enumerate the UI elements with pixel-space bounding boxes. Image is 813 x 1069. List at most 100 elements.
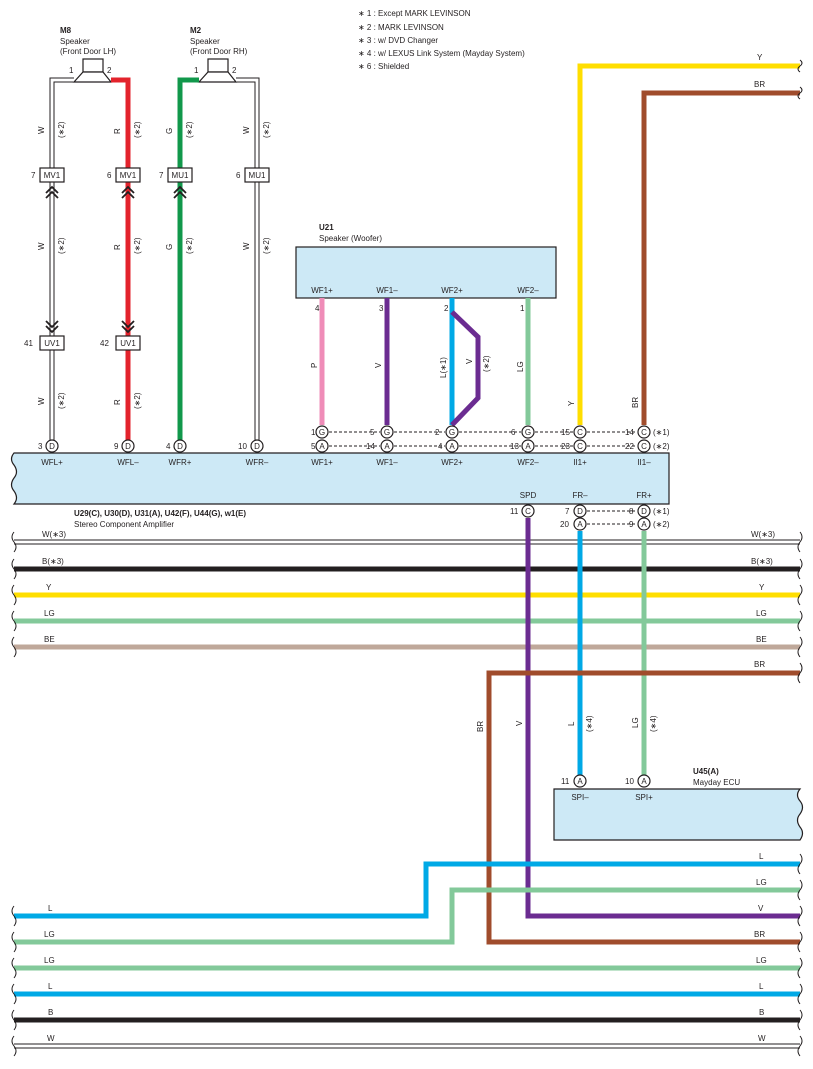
diagram-label: (∗2) (57, 121, 66, 138)
diagram-label: FR+ (636, 491, 652, 500)
diagram-label: BE (756, 635, 767, 644)
diagram-label: 7 (565, 507, 570, 516)
diagram-label: C (641, 428, 647, 437)
diagram-label: W (242, 126, 251, 134)
diagram-label: (∗2) (57, 392, 66, 409)
diagram-label: 3 (379, 304, 384, 313)
diagram-label: A (577, 520, 583, 529)
diagram-label: WFR– (246, 458, 269, 467)
u45-terminal-spi-minus: SPI– (571, 793, 589, 802)
diagram-label: (∗1) (653, 428, 670, 437)
wire-spd-v (525, 518, 800, 919)
diagram-label: V (374, 362, 383, 368)
label-l-lower-vertical: L (567, 721, 576, 726)
diagram-label: V (465, 358, 474, 364)
diagram-label: WFL+ (41, 458, 63, 467)
diagram-label: MU1 (172, 171, 189, 180)
amp-code: U29(C), U30(D), U31(A), U42(F), U44(G), … (74, 509, 246, 518)
diagram-label: D (254, 442, 260, 451)
diagram-label: (∗2) (185, 121, 194, 138)
diagram-label: 2 (444, 304, 449, 313)
diagram-label: (∗2) (133, 121, 142, 138)
diagram-label: (∗2) (262, 121, 271, 138)
break-y-top (797, 59, 803, 73)
u45-terminal-spi-plus: SPI+ (635, 793, 653, 802)
diagram-label: WF2+ (441, 286, 463, 295)
diagram-label: A (384, 442, 390, 451)
connector-mv1-right: MV1 6 (107, 167, 141, 199)
diagram-label: (∗2) (482, 355, 491, 372)
diagram-label: D (177, 442, 183, 451)
diagram-label: 22 (625, 442, 634, 451)
diagram-label: R (113, 399, 122, 405)
note-2: ∗ 2 : MARK LEVINSON (358, 23, 444, 32)
wire-y-top (577, 63, 800, 425)
diagram-label: 6 (511, 428, 516, 437)
amp-terminals: WFL+ WFL– WFR+ WFR– WF1+ WF1– WF2+ WF2– … (41, 458, 652, 500)
diagram-label: LG (44, 930, 55, 939)
label-br-mid: BR (754, 660, 765, 669)
label-y-vertical: Y (567, 400, 576, 406)
label-br-top: BR (754, 80, 765, 89)
diagram-label: A (577, 777, 583, 786)
diagram-label: 10 (625, 777, 634, 786)
diagram-label: G (449, 428, 455, 437)
diagram-label: 5 (370, 428, 375, 437)
label-v-lower-vertical: V (515, 720, 524, 726)
diagram-label: (∗2) (653, 442, 670, 451)
m8-sub: (Front Door LH) (60, 47, 116, 56)
diagram-label: A (525, 442, 531, 451)
diagram-label: D (641, 507, 647, 516)
diagram-label: 7 (31, 171, 36, 180)
diagram-label: W (47, 1034, 55, 1043)
note-5: ∗ 6 : Shielded (358, 62, 409, 71)
woofer-wire-labels: P V L(∗1) V (∗2) LG (310, 355, 525, 378)
diagram-label: WF1– (376, 458, 398, 467)
diagram-label: II1+ (573, 458, 587, 467)
diagram-label: B(∗3) (751, 557, 773, 566)
diagram-label: LG (516, 361, 525, 372)
wire-bus-l-upper (14, 861, 800, 919)
diagram-label: L (48, 904, 53, 913)
diagram-label: 9 (629, 520, 634, 529)
diagram-label: (∗2) (262, 237, 271, 254)
label-br-vertical: BR (631, 397, 640, 408)
diagram-label: G (525, 428, 531, 437)
diagram-label: Y (46, 583, 52, 592)
diagram-label: P (310, 363, 319, 368)
diagram-label: LG (756, 956, 767, 965)
diagram-label: A (319, 442, 325, 451)
u45-box (553, 788, 804, 841)
diagram-label: A (641, 520, 647, 529)
label-n4-l: (∗4) (585, 715, 594, 732)
label-n4-lg: (∗4) (649, 715, 658, 732)
connector-uv1-left: UV1 41 (24, 320, 65, 351)
diagram-label: 42 (100, 339, 109, 348)
wire-bus-lg-upper (14, 887, 800, 945)
speaker-wire-labels: W (∗2) R (∗2) G (∗2) W (∗2) W (∗2) R (∗2… (37, 121, 271, 409)
u21-name: Speaker (Woofer) (319, 234, 382, 243)
diagram-label: 5 (311, 442, 316, 451)
diagram-label: WF2– (517, 458, 539, 467)
diagram-label: LG (44, 956, 55, 965)
diagram-label: (∗2) (653, 520, 670, 529)
diagram-label: BR (754, 930, 765, 939)
diagram-label: 9 (114, 442, 119, 451)
amp-name: Stereo Component Amplifier (74, 520, 174, 529)
diagram-label: 6 (107, 171, 112, 180)
diagram-label: WF2– (517, 286, 539, 295)
diagram-label: 15 (561, 428, 570, 437)
diagram-label: LG (756, 609, 767, 618)
u21-box (295, 246, 557, 299)
diagram-label: D (125, 442, 131, 451)
diagram-label: 1 (311, 428, 316, 437)
m8-pin-1: 1 (69, 66, 74, 75)
diagram-label: (∗2) (133, 237, 142, 254)
diagram-label: MV1 (44, 171, 61, 180)
diagram-label: D (49, 442, 55, 451)
wire-wfl-plus (49, 77, 74, 440)
label-br-lower-vertical: BR (476, 721, 485, 732)
diagram-label: W (37, 397, 46, 405)
connector-mv1-left: MV1 7 (31, 167, 65, 199)
